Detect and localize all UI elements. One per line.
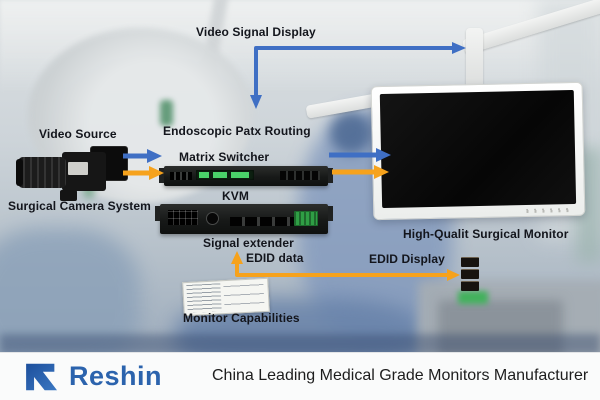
monitor-buttons: [526, 208, 573, 214]
rack-ear: [328, 206, 333, 221]
medical-equipment-2: [438, 300, 563, 358]
surgical-monitor-photo: [370, 81, 586, 221]
edid-dongle-photo: [461, 257, 479, 291]
monitor-arm-post: [466, 28, 483, 88]
label-edid-data: EDID data: [246, 251, 304, 265]
camera-label-plate: [68, 162, 88, 175]
monitor-screen: [379, 89, 577, 209]
camera-lens: [18, 157, 66, 188]
equipment-led-screen: [458, 291, 488, 304]
rack-ear: [328, 168, 333, 183]
switcher-ports-right: [280, 171, 320, 180]
brand-bar: Reshin China Leading Medical Grade Monit…: [0, 352, 600, 400]
label-high-quality-surgical-monitor: High-Qualit Surgical Monitor: [403, 227, 569, 241]
kvm-port-grid: [168, 210, 198, 225]
label-video-source: Video Source: [39, 127, 117, 141]
camera-mount-knob: [60, 190, 77, 201]
document-column: [223, 281, 265, 312]
switcher-green-display: [196, 170, 254, 180]
surgical-camera-photo: [16, 144, 128, 202]
kvm-ports: [230, 217, 310, 226]
switcher-ports: [170, 172, 192, 180]
brand-logo: Reshin: [24, 361, 162, 392]
brand-name: Reshin: [69, 361, 163, 391]
label-edid-display: EDID Display: [369, 252, 445, 266]
light-handle: [160, 100, 173, 126]
kvm-extender-photo: [155, 204, 333, 234]
rack-ear: [159, 168, 164, 183]
kvm-round-connector: [206, 212, 219, 225]
foreground-shadow: [0, 334, 600, 354]
label-matrix-switcher: Matrix Switcher: [179, 150, 270, 164]
label-kvm: KVM: [222, 189, 249, 203]
surgeon-cap: [330, 112, 372, 154]
surgeon-figure-left: [0, 228, 140, 373]
brand-tagline: China Leading Medical Grade Monitors Man…: [212, 367, 589, 384]
label-signal-extender: Signal extender: [203, 236, 294, 250]
label-surgical-camera-system: Surgical Camera System: [8, 199, 151, 213]
label-video-signal-display: Video Signal Display: [196, 25, 316, 39]
reshin-logo-icon: [26, 363, 57, 390]
label-monitor-capabilities: Monitor Capabilities: [183, 311, 300, 325]
matrix-switcher-photo: [159, 166, 333, 186]
label-endoscopic-path-routing: Endoscopic Patx Routing: [163, 124, 311, 138]
kvm-terminal-block: [294, 211, 318, 226]
document-rows: [186, 283, 222, 314]
camera-lens-cap: [16, 159, 23, 186]
rack-ear: [155, 206, 160, 221]
